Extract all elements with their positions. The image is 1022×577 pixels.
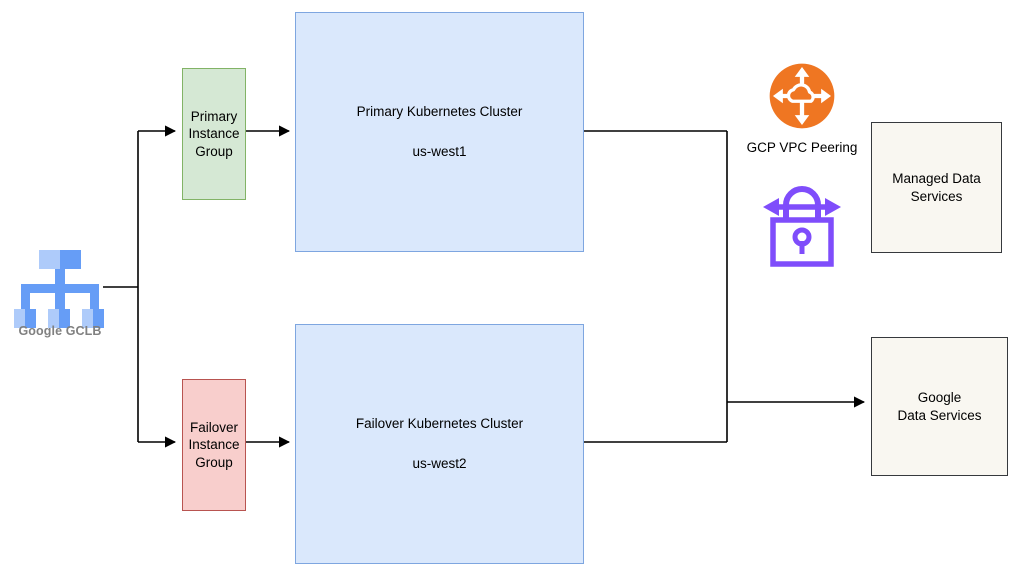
managed-data-services-line1: Managed Data <box>892 170 981 186</box>
failover-instance-group-line2: Instance <box>188 437 240 453</box>
gclb-label: Google GCLB <box>18 324 102 338</box>
padlock-bidirectional-arrow-icon <box>760 173 844 269</box>
primary-cluster-region: us-west1 <box>412 144 467 159</box>
failover-cluster-region: us-west2 <box>412 456 467 471</box>
google-data-services-line1: Google <box>917 389 962 405</box>
google-data-services-box[interactable]: Google Data Services <box>871 337 1008 476</box>
primary-instance-group-line3: Group <box>195 143 233 159</box>
managed-data-services-box[interactable]: Managed Data Services <box>871 122 1002 253</box>
failover-cluster-name: Failover Kubernetes Cluster <box>355 416 524 432</box>
primary-instance-group-line2: Instance <box>188 126 240 142</box>
google-data-services-line2: Data Services <box>897 407 982 423</box>
failover-kubernetes-cluster-box[interactable]: Failover Kubernetes Cluster us-west2 <box>295 324 584 564</box>
failover-instance-group-line1: Failover <box>189 419 238 435</box>
failover-instance-group-line3: Group <box>195 454 233 470</box>
vpc-peering-label: GCP VPC Peering <box>746 140 858 155</box>
failover-instance-group-box[interactable]: Failover Instance Group <box>182 379 246 511</box>
primary-cluster-name: Primary Kubernetes Cluster <box>356 104 523 120</box>
vpc-peering-icon <box>769 63 835 129</box>
google-cloud-load-balancer-icon <box>10 243 110 343</box>
primary-kubernetes-cluster-box[interactable]: Primary Kubernetes Cluster us-west1 <box>295 12 584 252</box>
primary-instance-group-line1: Primary <box>190 108 238 124</box>
managed-data-services-line2: Services <box>910 188 963 204</box>
primary-instance-group-box[interactable]: Primary Instance Group <box>182 68 246 200</box>
